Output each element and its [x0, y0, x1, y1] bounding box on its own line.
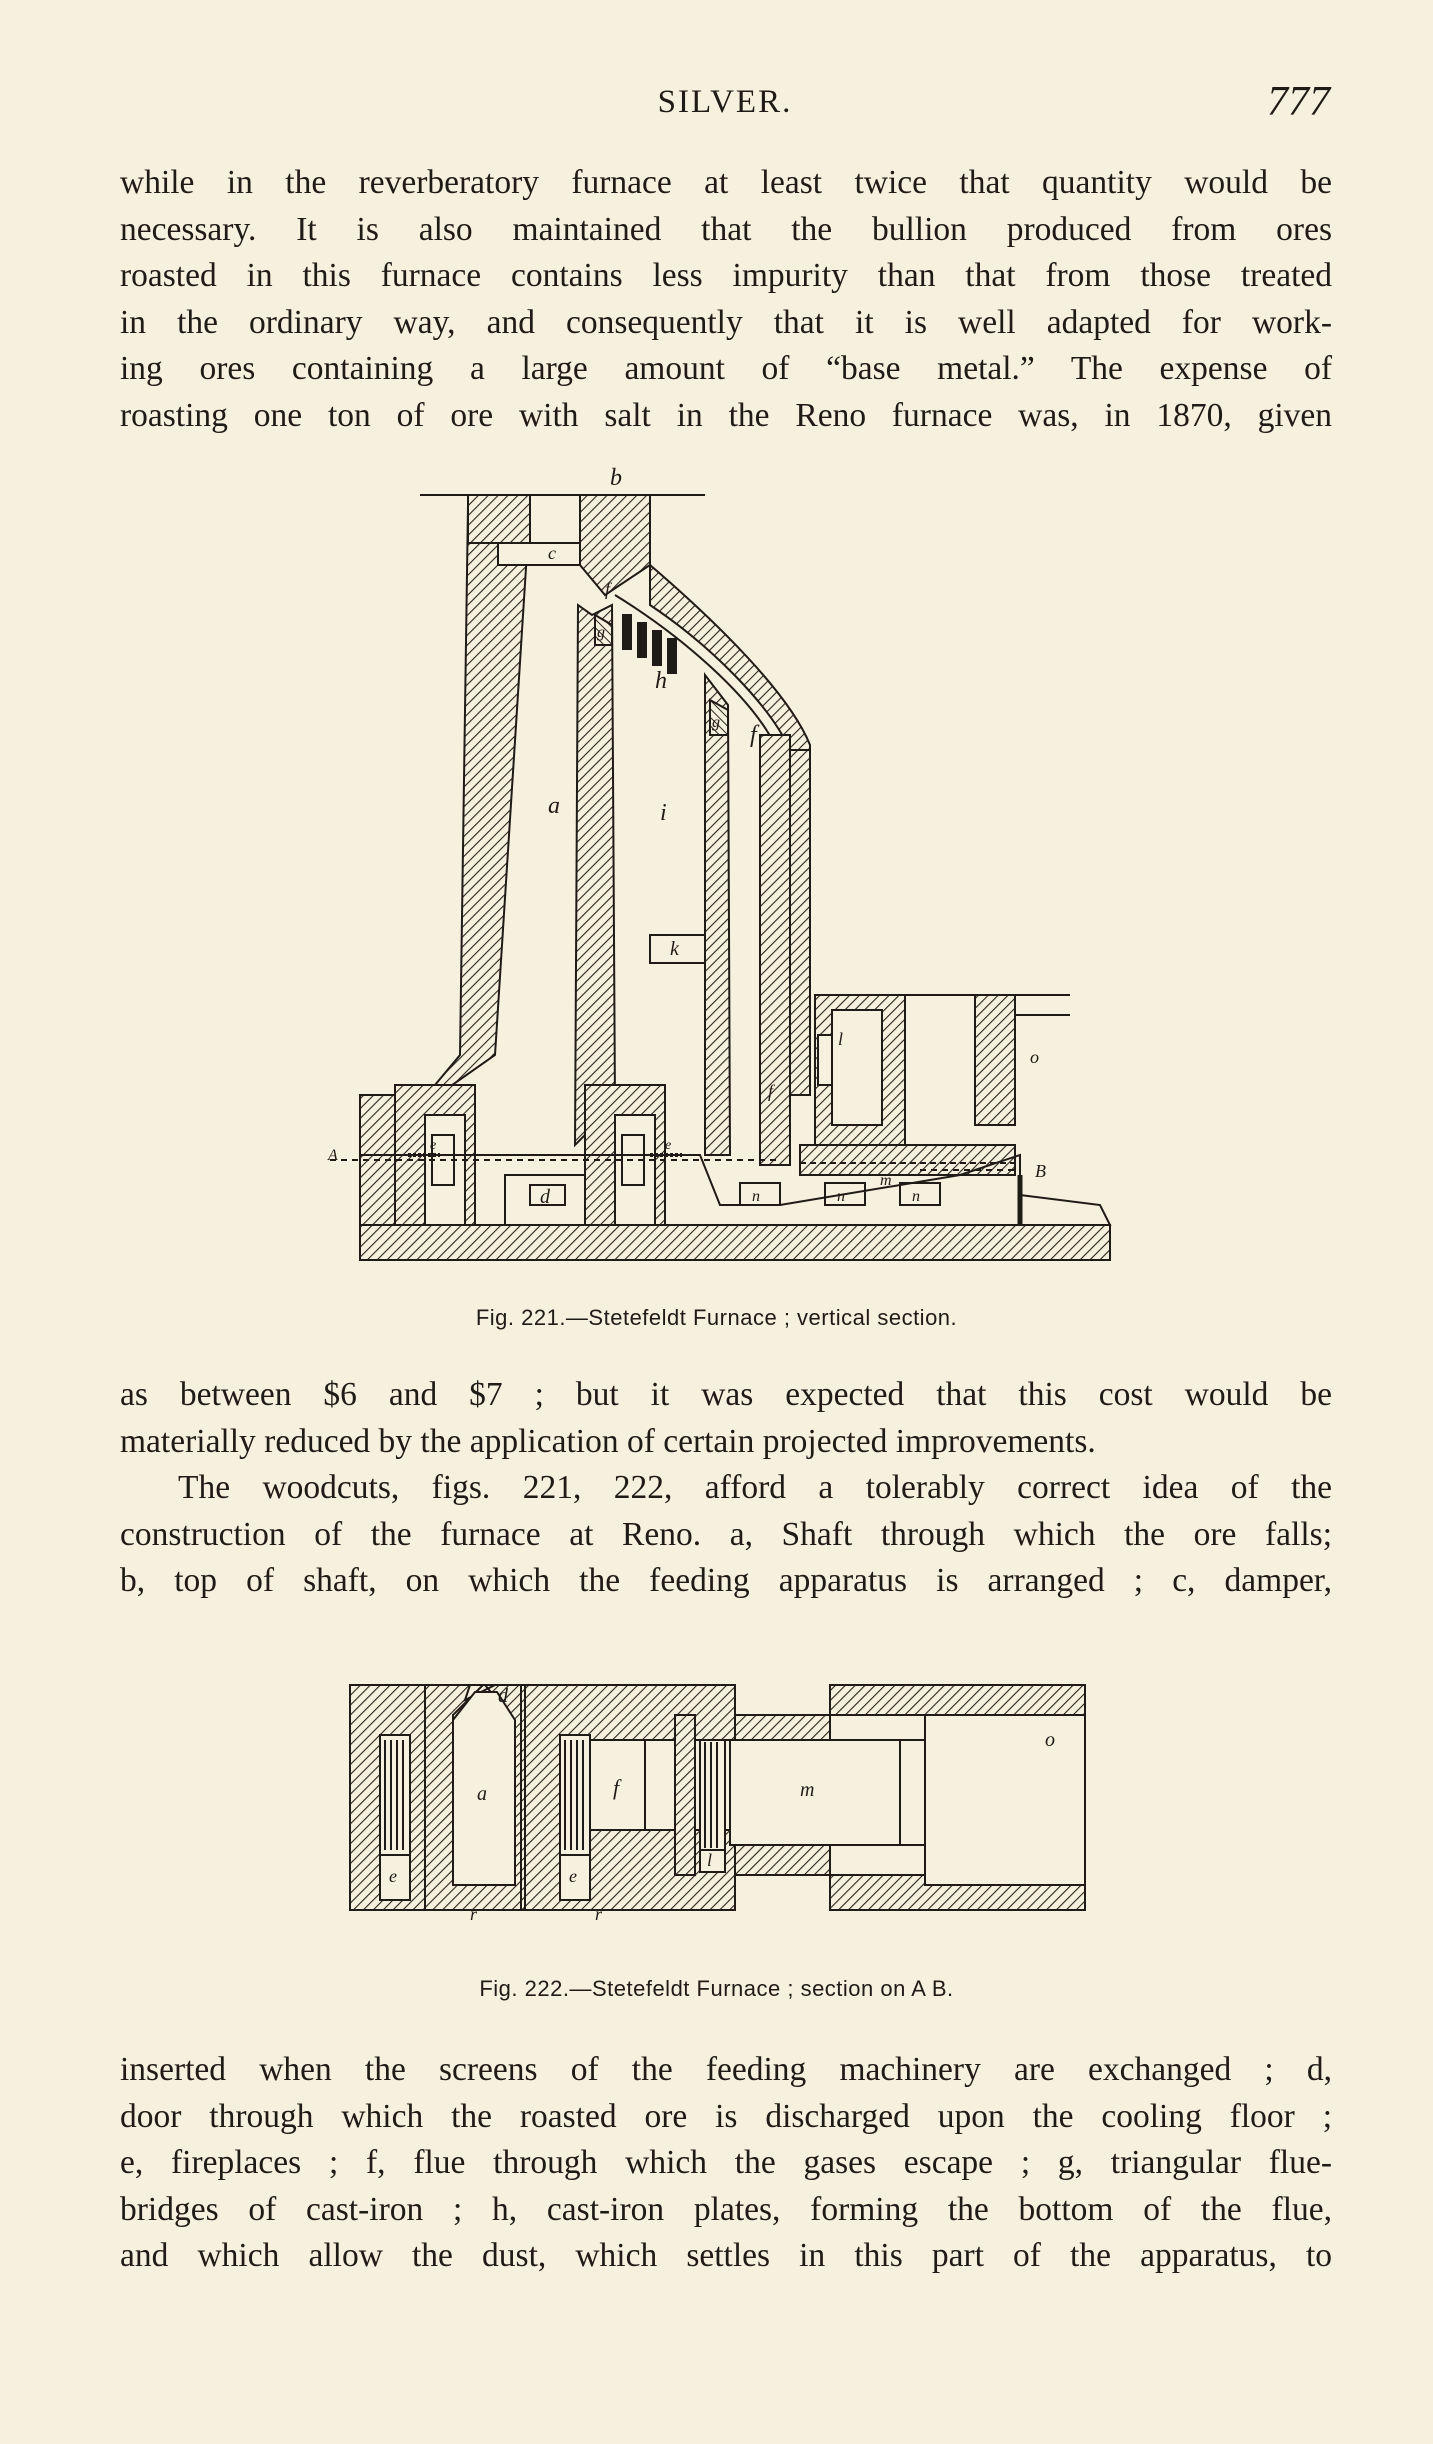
label-n-1: n [752, 1188, 760, 1205]
text-line: construction of the furnace at Reno. a, … [120, 1515, 1332, 1553]
label-k: k [670, 938, 680, 960]
paragraph-2: as between $6 and $7 ; but it was expect… [120, 1372, 1332, 1605]
paragraph-3: inserted when the screens of the feeding… [120, 2047, 1332, 2280]
label-A: A [327, 1147, 338, 1164]
text-line: while in the reverberatory furnace at le… [120, 164, 1332, 201]
label-e-right: e [665, 1138, 671, 1153]
paragraph-1: while in the reverberatory furnace at le… [120, 160, 1332, 439]
label-r-right: r [595, 1904, 603, 1920]
text-line: inserted when the screens of the feeding… [120, 2051, 1332, 2088]
text-line: The woodcuts, figs. 221, 222, afford a t… [178, 1469, 1332, 1506]
label-a: a [477, 1783, 487, 1805]
label-m: m [880, 1172, 892, 1189]
text-line: roasted in this furnace contains less im… [120, 257, 1332, 294]
text-line: in the ordinary way, and consequently th… [120, 303, 1332, 341]
running-head: SILVER. 777 [120, 78, 1330, 128]
running-title: SILVER. [657, 84, 793, 120]
label-o: o [1030, 1047, 1039, 1067]
text-line: door through which the roasted ore is di… [120, 2097, 1332, 2135]
label-e-left: e [430, 1138, 436, 1153]
text-line: ing ores containing a large amount of “b… [120, 350, 1332, 387]
text-line: bridges of cast-iron ; h, cast-iron plat… [120, 2190, 1332, 2228]
label-d: d [540, 1186, 551, 1208]
text-line: e, fireplaces ; f, flue through which th… [120, 2144, 1332, 2181]
label-g-right: g [712, 714, 720, 731]
text-line: b, top of shaft, on which the feeding ap… [120, 1562, 1332, 1599]
label-e-right: e [569, 1866, 577, 1886]
label-g-left: g [597, 624, 605, 641]
text-line: as between $6 and $7 ; but it was expect… [120, 1376, 1332, 1413]
label-e-left: e [389, 1866, 397, 1886]
page-number: 777 [1267, 79, 1330, 125]
label-n-3: n [912, 1188, 920, 1205]
label-n-2: n [837, 1188, 845, 1205]
label-h: h [655, 668, 667, 694]
label-B: B [1035, 1161, 1046, 1181]
text-line: materially reduced by the application of… [120, 1422, 1096, 1460]
label-d: d [498, 1685, 509, 1707]
label-f-top: f [605, 579, 613, 599]
label-o: o [1045, 1729, 1055, 1751]
label-a: a [548, 793, 560, 819]
figure-222-section-ab: d a f m o e e l r r [349, 1684, 1086, 1920]
text-line: necessary. It is also maintained that th… [120, 210, 1332, 248]
label-r-left: r [470, 1904, 478, 1920]
figure-221-vertical-section: b c f g h g f a i k l o f A e e d m B n … [327, 465, 1112, 1261]
text-line: roasting one ton of ore with salt in the… [120, 396, 1332, 434]
label-m: m [800, 1779, 814, 1801]
label-b: b [610, 465, 622, 491]
figure-222-caption: Fig. 222.—Stetefeldt Furnace ; section o… [479, 1976, 954, 2001]
label-f-low: f [768, 1081, 776, 1101]
text-line: and which allow the dust, which settles … [120, 2237, 1332, 2274]
label-l: l [838, 1029, 843, 1049]
label-l: l [707, 1850, 712, 1870]
label-i: i [660, 800, 667, 826]
figure-221-caption: Fig. 221.—Stetefeldt Furnace ; vertical … [475, 1305, 958, 1330]
label-c: c [548, 543, 556, 563]
label-f-right: f [750, 722, 760, 748]
label-f: f [613, 1775, 622, 1800]
